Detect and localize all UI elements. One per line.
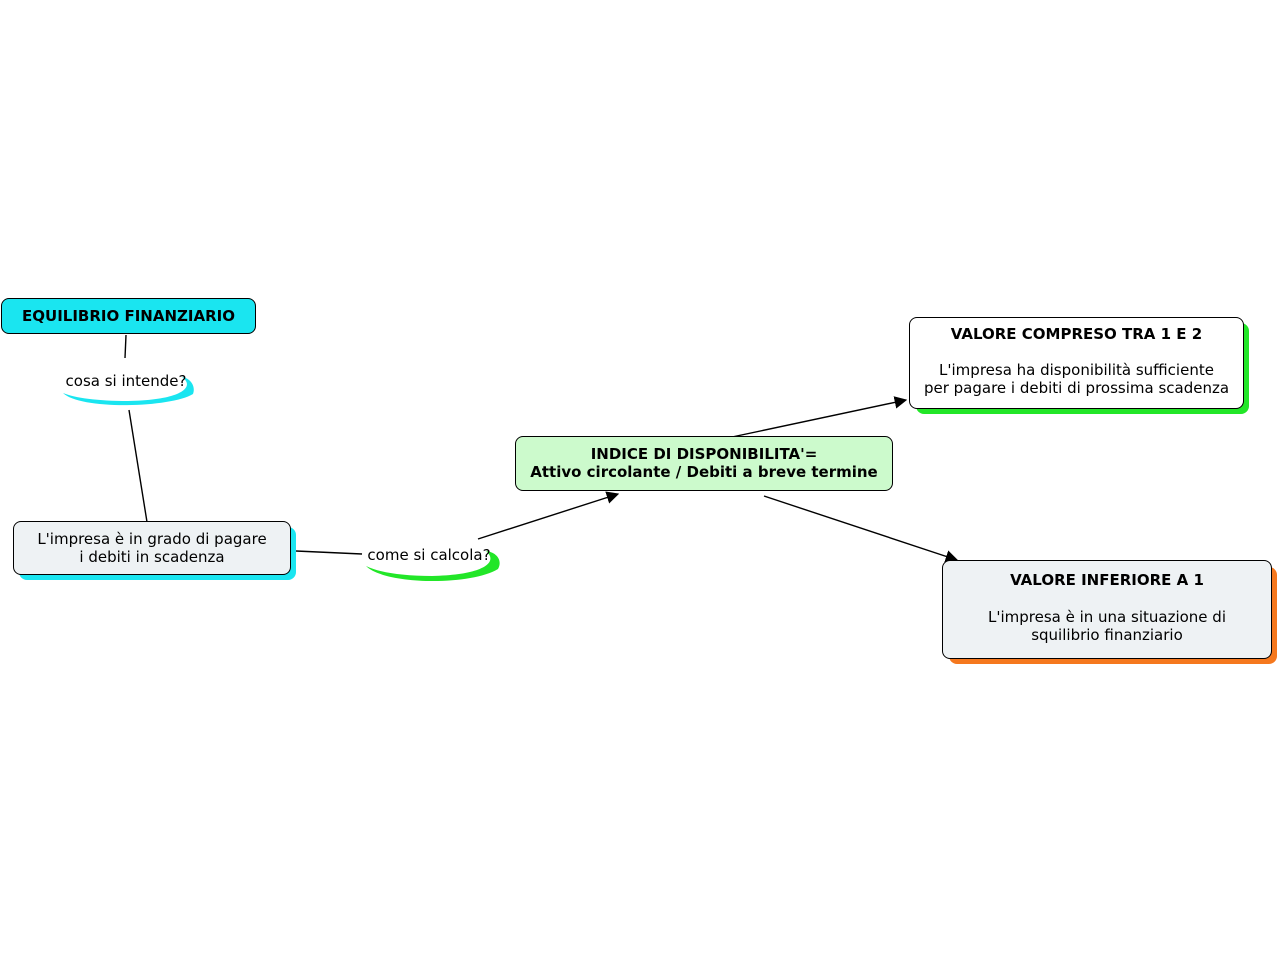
swoosh-come-underline: [366, 551, 500, 582]
node-definizione-line2: i debiti in scadenza: [79, 548, 225, 566]
edge-indice-to-compreso: [731, 396, 908, 438]
link-label-cosa-si-intende: cosa si intende?: [65, 372, 187, 390]
node-inferiore-line2: squilibrio finanziario: [1031, 626, 1183, 644]
link-label-come-si-calcola: come si calcola?: [367, 546, 491, 564]
node-inferiore-line1: L'impresa è in una situazione di: [987, 608, 1226, 626]
node-inferiore-title: VALORE INFERIORE A 1: [1010, 571, 1204, 589]
edge-come-to-indice: [477, 491, 620, 540]
edge-definizione-to-come: [295, 550, 363, 555]
node-definizione[interactable]: L'impresa è in grado di pagare i debiti …: [13, 521, 291, 575]
node-definizione-line1: L'impresa è in grado di pagare: [37, 530, 267, 548]
node-indice-line1: INDICE DI DISPONIBILITA'=: [590, 445, 818, 463]
edge-equilibrio-to-cosa: [124, 334, 127, 359]
node-compreso-line1: L'impresa ha disponibilità sufficiente: [939, 361, 1214, 379]
node-compreso-title: VALORE COMPRESO TRA 1 E 2: [950, 325, 1203, 343]
node-valore-compreso[interactable]: VALORE COMPRESO TRA 1 E 2 L'impresa ha d…: [909, 317, 1244, 409]
edge-indice-to-inferiore: [763, 495, 959, 563]
node-equilibrio-finanziario[interactable]: EQUILIBRIO FINANZIARIO: [1, 298, 256, 334]
node-indice-line2: Attivo circolante / Debiti a breve termi…: [530, 463, 878, 481]
node-compreso-line2: per pagare i debiti di prossima scadenza: [923, 379, 1230, 397]
edge-cosa-to-definizione: [128, 409, 148, 523]
node-indice-disponibilita[interactable]: INDICE DI DISPONIBILITA'= Attivo circola…: [515, 436, 893, 491]
node-valore-inferiore[interactable]: VALORE INFERIORE A 1 L'impresa è in una …: [942, 560, 1272, 659]
node-equilibrio-title: EQUILIBRIO FINANZIARIO: [22, 307, 235, 325]
